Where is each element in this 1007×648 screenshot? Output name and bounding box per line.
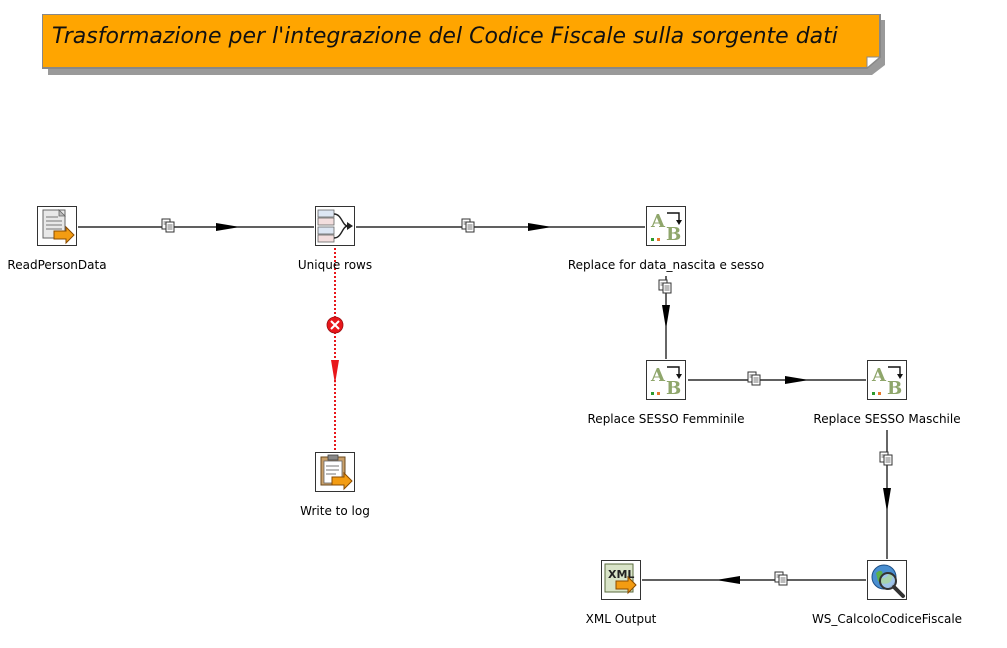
step-label: Unique rows (297, 258, 373, 272)
svg-text:A: A (650, 365, 666, 386)
transformation-note[interactable]: Trasformazione per l'integrazione del Co… (42, 14, 885, 75)
step-xml-output[interactable]: XML XML Output (586, 560, 656, 626)
web-service-lookup-icon (867, 560, 907, 600)
text-file-input-icon (37, 206, 77, 246)
note-text: Trasformazione per l'integrazione del Co… (52, 24, 838, 49)
step-read-person-data[interactable]: ReadPersonData (7, 206, 107, 272)
step-label: ReadPersonData (7, 258, 107, 272)
replace-string-icon: A B (646, 206, 686, 246)
step-label: Replace SESSO Maschile (813, 412, 961, 426)
hop-unique-to-replace-data[interactable] (356, 218, 645, 233)
svg-text:A: A (650, 211, 666, 232)
svg-text:B: B (887, 378, 902, 399)
svg-text:A: A (871, 365, 887, 386)
note-background (42, 14, 885, 75)
hop-maschile-to-ws[interactable] (879, 430, 893, 559)
step-label: Write to log (300, 504, 370, 518)
step-replace-data-nascita[interactable]: A B Replace for data_nascita e sesso (568, 206, 764, 272)
replace-string-icon: A B (646, 360, 686, 400)
step-replace-sesso-maschile[interactable]: A B Replace SESSO Maschile (813, 360, 961, 426)
replace-string-icon: A B (867, 360, 907, 400)
step-label: Replace SESSO Femminile (587, 412, 745, 426)
step-replace-sesso-femminile[interactable]: A B Replace SESSO Femminile (588, 360, 744, 426)
hop-femminile-to-maschile[interactable] (688, 371, 866, 386)
copy-rows-icon (879, 451, 893, 466)
hop-ws-to-xml-output[interactable] (642, 571, 866, 586)
step-write-to-log[interactable]: Write to log (300, 452, 370, 518)
error-icon (326, 316, 344, 334)
copy-rows-icon (161, 218, 175, 233)
xml-output-icon: XML (601, 560, 641, 600)
svg-text:B: B (666, 224, 681, 245)
svg-text:B: B (666, 378, 681, 399)
hop-unique-to-write-log-error[interactable] (326, 248, 344, 451)
step-label: WS_CalcoloCodiceFiscale (811, 612, 963, 626)
copy-rows-icon (658, 279, 672, 294)
copy-rows-icon (747, 371, 761, 386)
unique-rows-icon (315, 206, 355, 246)
hop-read-to-unique[interactable] (78, 218, 314, 233)
step-label: XML Output (585, 612, 657, 626)
step-unique-rows[interactable]: Unique rows (298, 206, 372, 272)
copy-rows-icon (774, 571, 788, 586)
write-to-log-icon (315, 452, 355, 492)
hop-replace-data-to-femminile[interactable] (658, 276, 672, 359)
copy-rows-icon (461, 218, 475, 233)
step-ws-calcolo-codice-fiscale[interactable]: WS_CalcoloCodiceFiscale (812, 560, 962, 626)
step-label: Replace for data_nascita e sesso (567, 258, 765, 272)
